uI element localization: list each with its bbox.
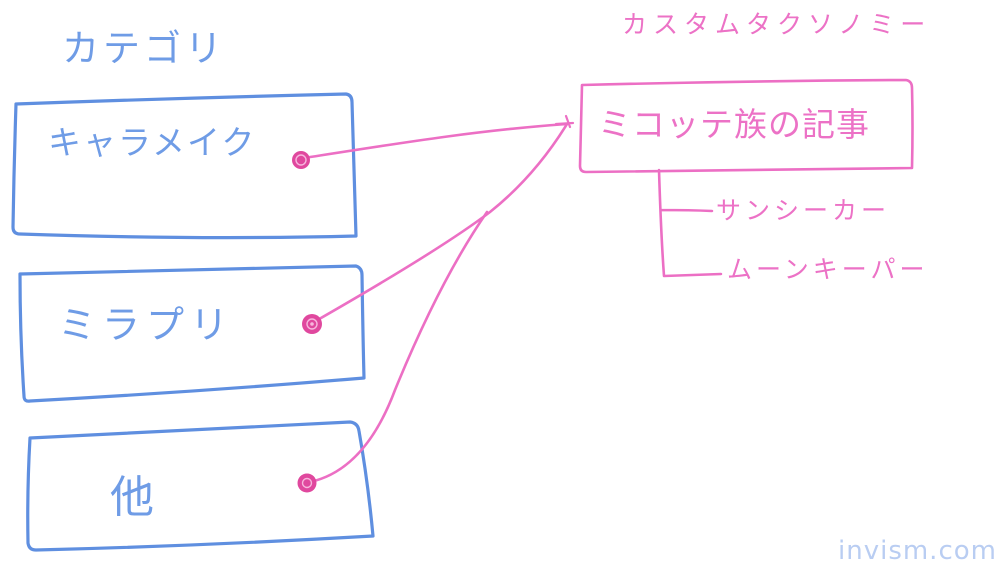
connector-chara-make	[302, 122, 569, 160]
category-label-other: 他	[110, 472, 154, 523]
taxonomy-term-label: ミコッテ族の記事	[598, 105, 870, 144]
node-mirapri	[302, 314, 322, 334]
category-header: カテゴリ	[62, 27, 226, 70]
category-label-chara-make: キャラメイク	[48, 123, 257, 162]
child-term-sunseeker: サンシーカー	[716, 196, 891, 225]
category-label-mirapri: ミラプリ	[58, 303, 235, 347]
category-box-mirapri	[18, 264, 366, 403]
category-box-chara-make	[11, 92, 358, 240]
connector-other	[308, 210, 489, 484]
child-term-moonkeeper: ムーンキーパー	[727, 255, 929, 284]
taxonomy-term-box	[578, 78, 914, 174]
node-chara-make	[292, 151, 310, 169]
watermark: invism.com	[838, 536, 997, 566]
node-other	[297, 473, 317, 493]
connector-arrow-tick	[554, 114, 575, 129]
child-term-tree-lines	[657, 168, 723, 278]
category-box-other	[26, 420, 375, 552]
taxonomy-header: カスタムタクソノミー	[622, 10, 932, 39]
